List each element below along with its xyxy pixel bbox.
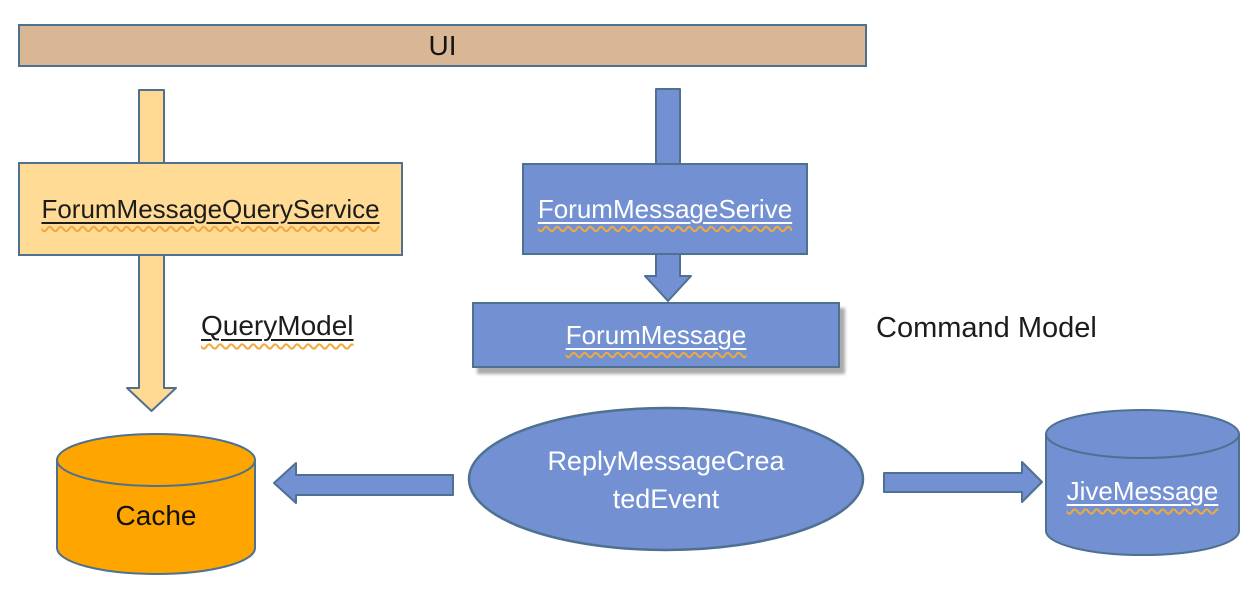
cache-label: Cache [115, 500, 197, 531]
ui-bar-label: UI [428, 29, 457, 61]
event-to-jivemessage-arrow-icon [883, 461, 1043, 503]
jivemessage-cylinder [1045, 409, 1240, 556]
event-ellipse [467, 406, 865, 552]
ui-bar: UI [18, 24, 867, 67]
query-service-label: ForumMessageQueryService [41, 193, 380, 224]
command-model-label: Command Model [876, 312, 1097, 344]
command-service-label: ForumMessageSerive [537, 193, 793, 224]
event-label: ReplyMessageCrea tedEvent [469, 442, 863, 518]
event-label-line2: tedEvent [612, 484, 720, 514]
query-service-box: ForumMessageQueryService [18, 162, 403, 256]
aggregate-box: ForumMessage [472, 302, 840, 368]
command-service-box: ForumMessageSerive [522, 163, 808, 255]
event-label-line1: ReplyMessageCrea [547, 446, 785, 476]
aggregate-label: ForumMessage [565, 319, 747, 350]
event-to-cache-arrow-icon [273, 462, 454, 504]
cache-cylinder [56, 433, 256, 575]
query-model-label: QueryModel [201, 310, 354, 341]
jivemessage-label: JiveMessage [1066, 476, 1219, 506]
